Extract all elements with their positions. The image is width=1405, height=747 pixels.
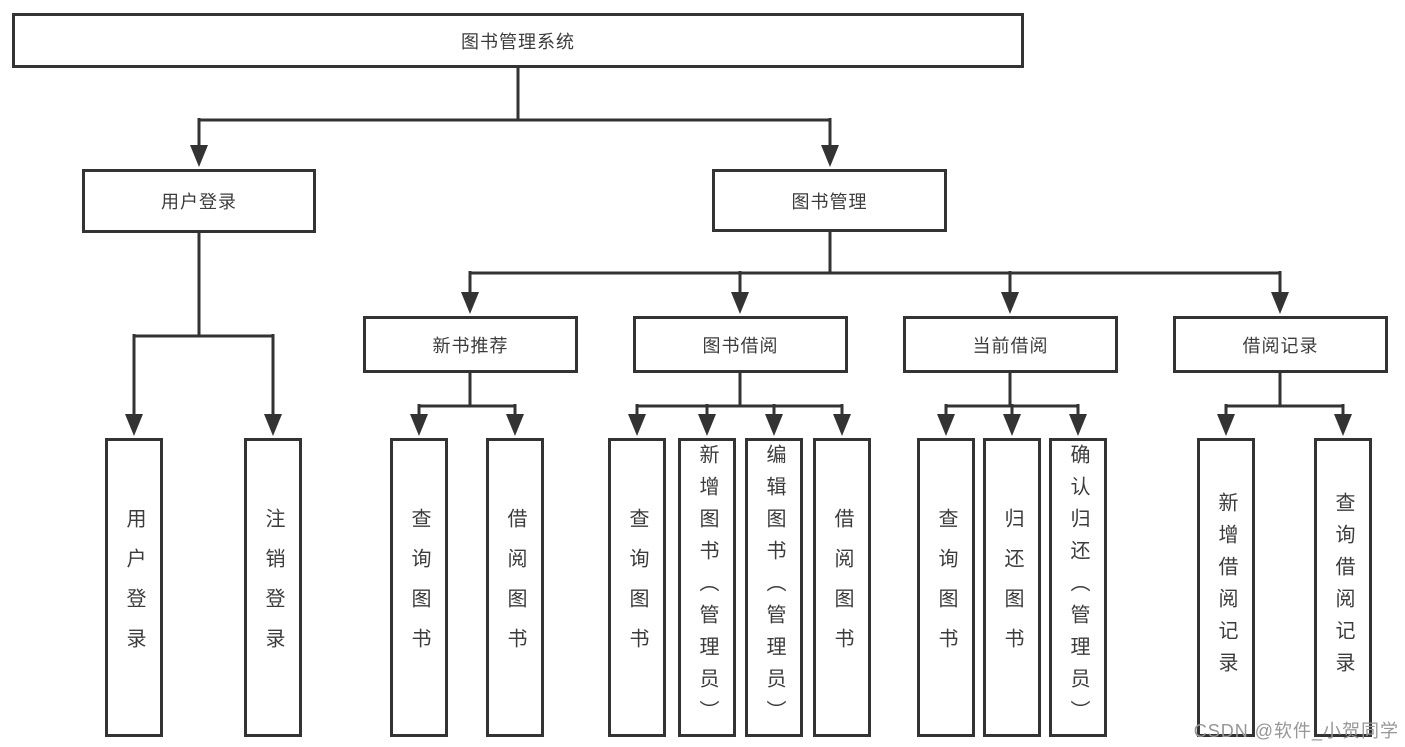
node-new-book-recommend: 新书推荐 xyxy=(363,316,578,373)
leaf-return-book: 归还图书 xyxy=(983,438,1041,737)
leaf-query-books-current: 查询图书 xyxy=(917,438,975,737)
arrowhead-icon xyxy=(1217,414,1235,436)
arrowhead-icon xyxy=(461,292,479,314)
leaf-borrow-books: 借阅图书 xyxy=(813,438,871,737)
leaf-label: 用户登录 xyxy=(123,507,145,668)
leaf-query-borrow-record: 查询借阅记录 xyxy=(1314,438,1372,737)
leaf-label: 编辑图书（管理员） xyxy=(763,443,785,732)
node-library-system: 图书管理系统 xyxy=(12,13,1024,68)
node-book-management: 图书管理 xyxy=(712,169,947,232)
leaf-label: 新增图书（管理员） xyxy=(696,443,718,732)
node-user-login-branch: 用户登录 xyxy=(82,169,316,233)
arrowhead-icon xyxy=(937,414,955,436)
arrowhead-icon xyxy=(1069,414,1087,436)
leaf-label: 确认归还（管理员） xyxy=(1067,443,1089,732)
arrowhead-icon xyxy=(506,414,524,436)
arrowhead-icon xyxy=(731,292,749,314)
leaf-query-books-borrow: 查询图书 xyxy=(608,438,666,737)
leaf-user-login: 用户登录 xyxy=(105,438,163,737)
leaf-label: 新增借阅记录 xyxy=(1215,491,1237,684)
leaf-query-books-recommend: 查询图书 xyxy=(390,438,448,737)
arrowhead-icon xyxy=(1003,414,1021,436)
leaf-label: 借阅图书 xyxy=(831,507,853,668)
leaf-label: 注销登录 xyxy=(262,507,284,668)
arrowhead-icon xyxy=(765,414,783,436)
arrowhead-icon xyxy=(125,414,143,436)
leaf-label: 查询图书 xyxy=(935,507,957,668)
arrowhead-icon xyxy=(821,145,839,167)
leaf-label: 查询图书 xyxy=(408,507,430,668)
leaf-label: 查询图书 xyxy=(626,507,648,668)
arrowhead-icon xyxy=(1334,414,1352,436)
arrowhead-icon xyxy=(628,414,646,436)
leaf-confirm-return-admin: 确认归还（管理员） xyxy=(1049,438,1107,737)
arrowhead-icon xyxy=(1271,292,1289,314)
leaf-edit-book-admin: 编辑图书（管理员） xyxy=(745,438,803,737)
connector-arrowheads xyxy=(125,145,1352,436)
leaf-label: 查询借阅记录 xyxy=(1332,491,1354,684)
connector-segments xyxy=(132,68,1345,416)
leaf-logout: 注销登录 xyxy=(244,438,302,737)
csdn-watermark: CSDN @软件_小贺同学 xyxy=(1193,721,1399,741)
leaf-label: 归还图书 xyxy=(1001,507,1023,668)
arrowhead-icon xyxy=(410,414,428,436)
arrowhead-icon xyxy=(698,414,716,436)
leaf-label: 借阅图书 xyxy=(504,507,526,668)
arrowhead-icon xyxy=(833,414,851,436)
arrowhead-icon xyxy=(190,145,208,167)
leaf-borrow-books-recommend: 借阅图书 xyxy=(486,438,544,737)
node-current-borrow: 当前借阅 xyxy=(903,316,1118,373)
arrowhead-icon xyxy=(264,414,282,436)
node-book-borrow: 图书借阅 xyxy=(633,316,848,373)
leaf-add-book-admin: 新增图书（管理员） xyxy=(678,438,736,737)
arrowhead-icon xyxy=(1001,292,1019,314)
leaf-add-borrow-record: 新增借阅记录 xyxy=(1197,438,1255,737)
node-borrow-records: 借阅记录 xyxy=(1173,316,1388,373)
